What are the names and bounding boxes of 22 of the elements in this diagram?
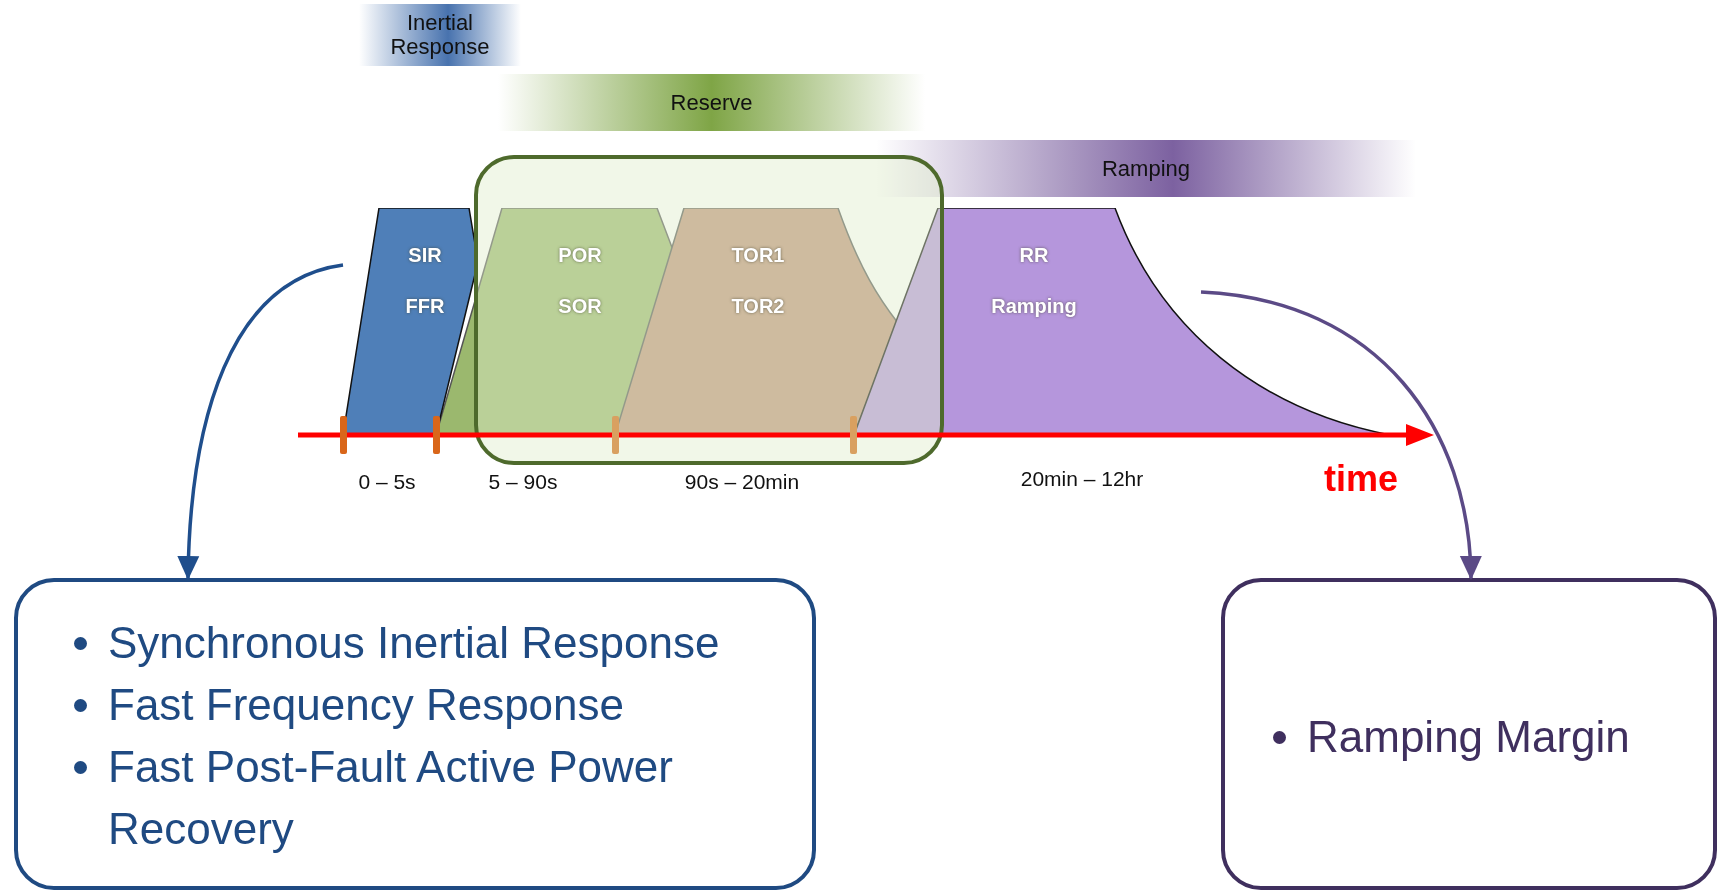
area-label: TOR2	[731, 294, 785, 318]
area-label: SIR	[408, 243, 442, 267]
info-card	[14, 578, 816, 890]
time-range-label: 5 – 90s	[488, 470, 558, 494]
timescale-band: Inertial Response	[359, 4, 521, 66]
bullet-item: Fast Frequency Response	[54, 674, 792, 736]
axis-label: time	[1324, 458, 1398, 500]
bullet-item: Synchronous Inertial Response	[54, 612, 792, 674]
bullet-item: Ramping Margin	[1253, 706, 1693, 768]
area-label: POR	[558, 243, 602, 267]
area-label: Ramping	[991, 294, 1077, 318]
area-label: SOR	[558, 294, 602, 318]
area-label: FFR	[405, 294, 445, 318]
area-label: TOR1	[731, 243, 785, 267]
time-range-label: 90s – 20min	[684, 470, 800, 494]
area-label: RR	[1019, 243, 1049, 267]
time-range-label: 20min – 12hr	[1020, 467, 1144, 491]
bullet-item: Fast Post-Fault Active Power Recovery	[54, 736, 792, 860]
info-card	[1221, 578, 1717, 890]
time-range-label: 0 – 5s	[358, 470, 416, 494]
arrow	[1200, 290, 1481, 580]
arrow	[177, 263, 344, 580]
